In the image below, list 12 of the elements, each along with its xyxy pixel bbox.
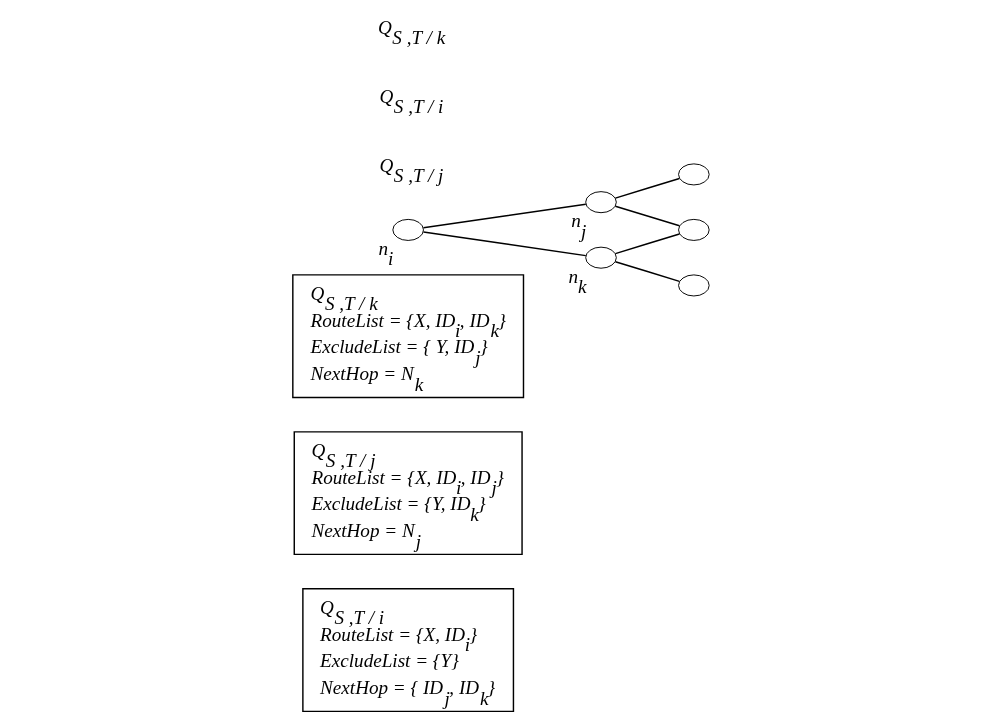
connector [614, 261, 681, 283]
connector [614, 205, 681, 227]
connector [614, 177, 681, 199]
connector [422, 203, 587, 229]
connector [422, 231, 587, 257]
node-circle [678, 274, 710, 297]
node-circle [392, 218, 424, 241]
node-circle [585, 246, 617, 269]
node-circle [678, 163, 710, 186]
node-circle [678, 218, 710, 241]
connector [614, 233, 681, 255]
node-circle [585, 191, 617, 214]
